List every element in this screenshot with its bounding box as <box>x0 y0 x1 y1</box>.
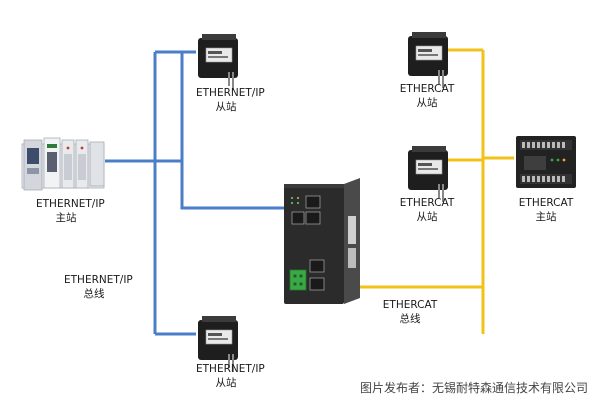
label-ecat-master-line1: ETHERCAT <box>518 197 574 209</box>
label-ecat-slave-mid-line1: ETHERCAT <box>399 197 455 209</box>
label-eip-slave-bottom-line1: ETHERNET/IP <box>196 363 265 375</box>
image-credit: 图片发布者：无锡耐特森通信技术有限公司 <box>359 381 588 395</box>
label-ecat-master: ETHERCAT 主站 <box>516 196 576 224</box>
label-eip-slave-top: ETHERNET/IP 从站 <box>196 86 265 114</box>
label-ecat-slave-top-line1: ETHERCAT <box>399 83 455 95</box>
label-ecat-slave-mid-line2: 从站 <box>416 211 438 223</box>
ecat-master-plc-device <box>516 136 576 188</box>
label-eip-slave-top-line1: ETHERNET/IP <box>196 87 265 99</box>
label-eip-master-line1: ETHERNET/IP <box>36 198 105 210</box>
label-ecat-master-line2: 主站 <box>535 211 557 223</box>
ethernet-ip-bus <box>105 50 284 336</box>
eip-link-gateway <box>180 52 284 210</box>
eip-master-plc-device <box>21 137 105 191</box>
gateway-device <box>284 178 360 304</box>
label-eip-bus-line2: 总线 <box>83 288 105 300</box>
ecat-slave-top-device <box>408 32 448 88</box>
label-ecat-bus-line2: 总线 <box>399 313 421 325</box>
eip-slave-bottom-device <box>198 316 238 372</box>
label-ecat-slave-mid: ETHERCAT 从站 <box>397 196 457 224</box>
label-eip-slave-bottom: ETHERNET/IP 从站 <box>196 362 265 390</box>
label-eip-slave-bottom-line2: 从站 <box>215 377 237 389</box>
label-eip-slave-top-line2: 从站 <box>215 101 237 113</box>
eip-slave-top-device <box>198 34 238 90</box>
ethercat-bus <box>358 48 514 334</box>
label-eip-master-line2: 主站 <box>55 212 77 224</box>
label-ecat-bus-line1: ETHERCAT <box>382 299 438 311</box>
label-ecat-bus: ETHERCAT 总线 <box>380 298 440 326</box>
label-eip-bus-line1: ETHERNET/IP <box>64 274 133 286</box>
label-eip-master: ETHERNET/IP 主站 <box>36 197 105 225</box>
label-ecat-slave-top-line2: 从站 <box>416 97 438 109</box>
label-ecat-slave-top: ETHERCAT 从站 <box>397 82 457 110</box>
label-eip-bus: ETHERNET/IP 总线 <box>64 273 133 301</box>
ecat-slave-mid-device <box>408 146 448 202</box>
